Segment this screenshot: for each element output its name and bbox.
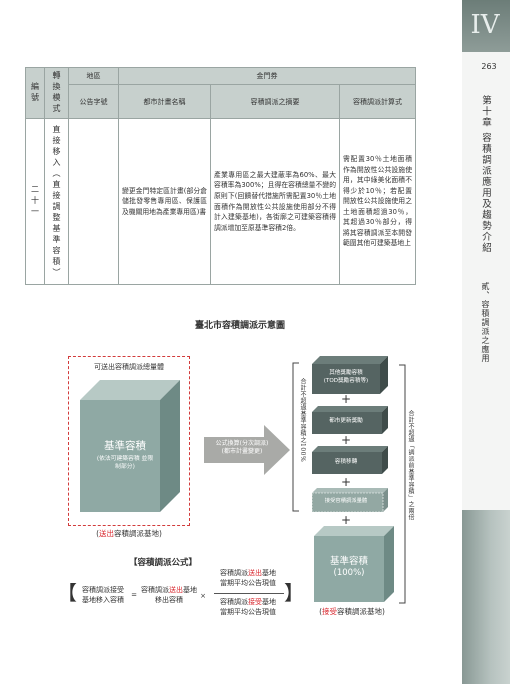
formula-open-bracket: 【 <box>57 581 77 605</box>
formula-lhs: 容積調派接受基地移入容積 <box>82 586 124 605</box>
stack-box-base-volume <box>314 526 394 602</box>
formula-denominator: 容積調派接受基地 當期平均公告現值 <box>220 598 276 617</box>
formula-mid: 容積調派送出基地 移出容積 <box>141 586 197 605</box>
section-title: 貳、容積調派之應用 <box>481 282 490 363</box>
base-volume-sub: (依法可建築容積 並限制部分) <box>96 456 154 471</box>
cell-plan-no <box>68 118 119 285</box>
header-plan-name: 都市計畫名稱 <box>118 84 211 119</box>
right-bracket-text: 合計不超過「調派前基準容積」之兩倍 <box>407 410 414 521</box>
stack-label-base-volume: 基準容積(100%) <box>329 556 368 579</box>
header-formula: 容積調派計算式 <box>338 84 417 119</box>
stack-box-urban-renewal <box>312 406 388 434</box>
formula-close-bracket: 】 <box>284 581 304 605</box>
side-decoration <box>462 510 510 684</box>
plus-sign: + <box>340 392 352 406</box>
cell-serial: 二十一 <box>25 118 45 285</box>
cell-formula: 需配置30％土地面積作為開放性公共設施使用，其中綠美化面積不得少於10％；若配置… <box>338 118 417 285</box>
source-site-label: (送出容積調派基地) <box>96 529 162 538</box>
formula-title: 【容積調派公式】 <box>128 558 197 568</box>
header-fund: 金門券 <box>117 67 417 85</box>
transfer-arrow-text: 公式換算(分次調派) (都市計畫變更) <box>215 440 269 456</box>
left-bracket <box>292 362 299 512</box>
transfer-arrow <box>204 425 290 475</box>
cell-summary: 產業專用區之最大建蔽率為60%、最大容積率為300%；且得在容積總量不變的原則下… <box>210 118 340 285</box>
stack-box-volume-transfer <box>312 446 388 474</box>
base-volume-cube <box>80 380 180 512</box>
header-zone: 地區 <box>68 67 119 85</box>
stack-label-volume-transfer: 容積移轉 <box>334 459 358 465</box>
base-volume-label: 基準容積 (依法可建築容積 並限制部分) <box>80 438 170 471</box>
stack-label-other-bonus: 其他獎勵容積(TOD獎勵容積等) <box>323 370 369 384</box>
cell-plan-name: 變更金門特定區計畫(部分倉儲批發零售專用區、保護區及機關用地為產業專用區)書 <box>118 118 211 285</box>
receive-site-label: (接受容積調派基地) <box>319 607 385 616</box>
formula-times: × <box>200 592 206 600</box>
plus-sign: + <box>340 475 352 489</box>
plus-sign: + <box>340 433 352 447</box>
cell-method: 直接移入（直接調整基準容積） <box>44 118 69 285</box>
header-plan-no: 公告字號 <box>68 84 119 119</box>
stack-label-received: 接受容積調派量體 <box>324 498 368 504</box>
stack-label-urban-renewal: 都市更新獎勵 <box>329 418 363 424</box>
volume-transfer-table: 編號 轉換模式 地區 金門券 公告字號 都市計畫名稱 容積調派之摘要 容積調派計… <box>25 67 417 285</box>
base-volume-main: 基準容積 <box>104 440 146 452</box>
right-bracket <box>399 364 406 604</box>
stack-box-received <box>312 488 388 513</box>
header-serial: 編號 <box>25 67 45 119</box>
formula-numerator: 容積調派送出基地 當期平均公告現值 <box>220 569 276 588</box>
chapter-title: 第十章 容積調派應用及趨勢介紹 <box>480 95 491 254</box>
source-box-title: 可送出容積調派總量體 <box>94 363 164 371</box>
formula-fraction-bar <box>214 593 284 594</box>
header-summary: 容積調派之摘要 <box>210 84 340 119</box>
chapter-tab <box>462 0 510 52</box>
header-method: 轉換模式 <box>44 67 69 119</box>
left-bracket-text: 合計不超過基準容積之100% <box>299 378 306 463</box>
chapter-number: IV <box>470 10 500 40</box>
diagram-title: 臺北市容積調派示意圖 <box>194 321 285 331</box>
plus-sign: + <box>340 513 352 527</box>
page-number: 263 <box>481 62 497 71</box>
source-dashed-box <box>68 356 190 526</box>
formula-equals: = <box>131 591 137 599</box>
stack-box-other-bonus <box>312 356 388 394</box>
